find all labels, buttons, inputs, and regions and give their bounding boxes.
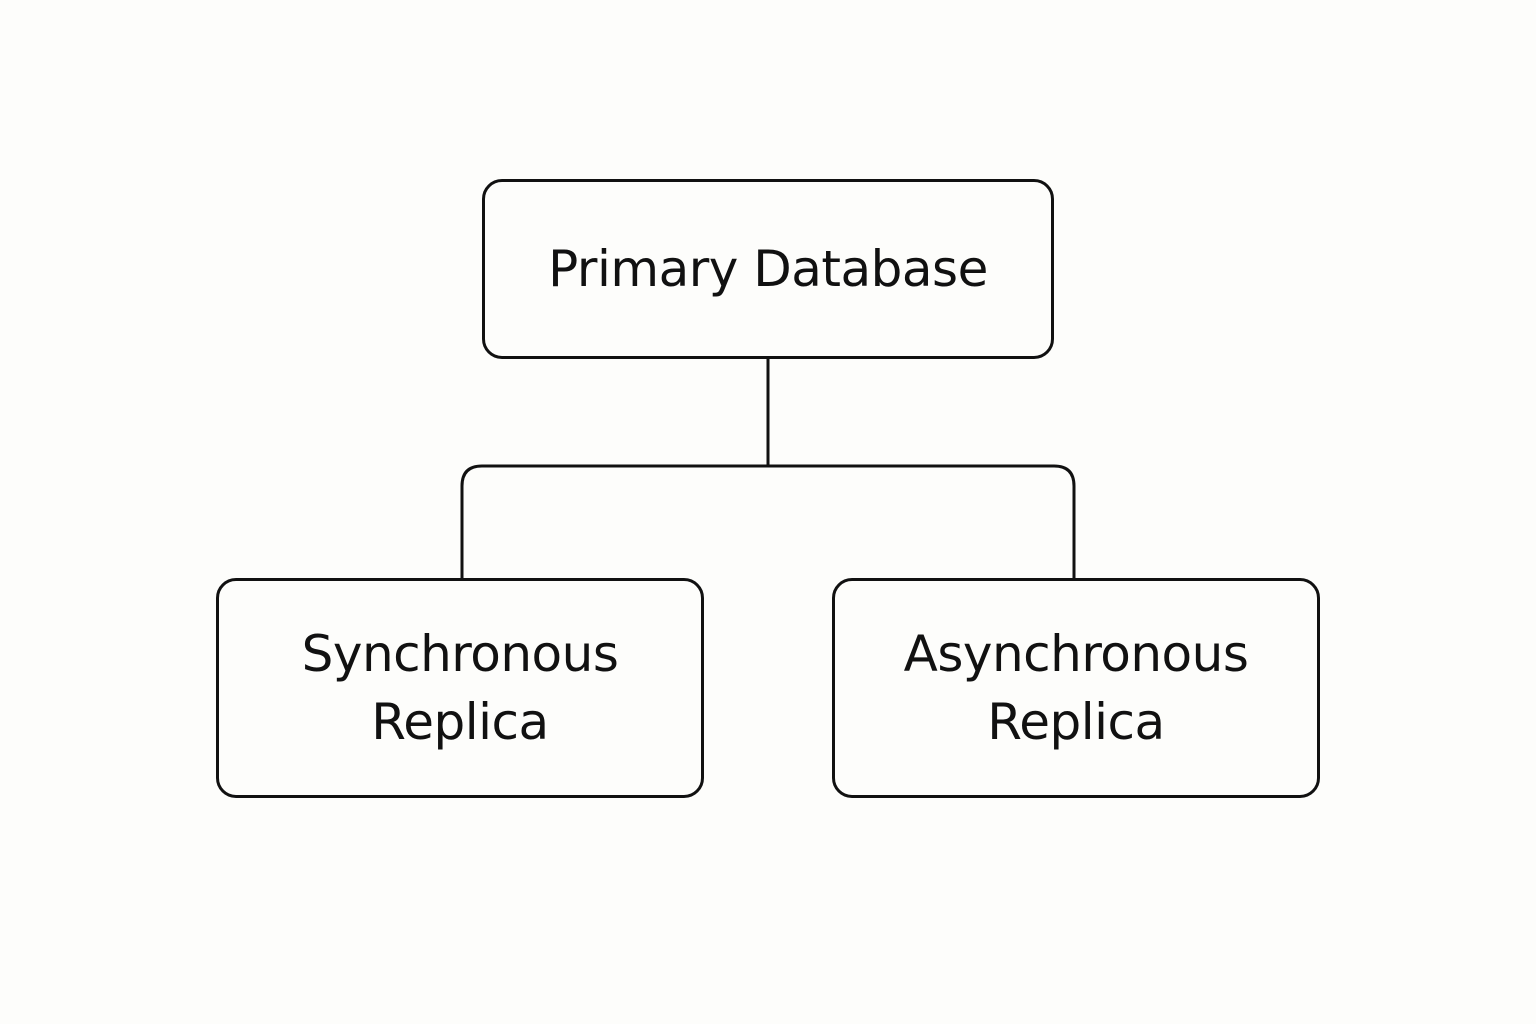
asynchronous-replica-node: Asynchronous Replica (832, 578, 1320, 798)
primary-database-node: Primary Database (482, 179, 1054, 359)
edge-primary-to-sync (460, 359, 770, 578)
primary-database-label: Primary Database (548, 240, 988, 298)
synchronous-replica-node: Synchronous Replica (216, 578, 704, 798)
asynchronous-replica-label: Asynchronous Replica (903, 625, 1249, 751)
edge-primary-to-async (768, 464, 1076, 578)
synchronous-replica-label: Synchronous Replica (301, 625, 619, 751)
